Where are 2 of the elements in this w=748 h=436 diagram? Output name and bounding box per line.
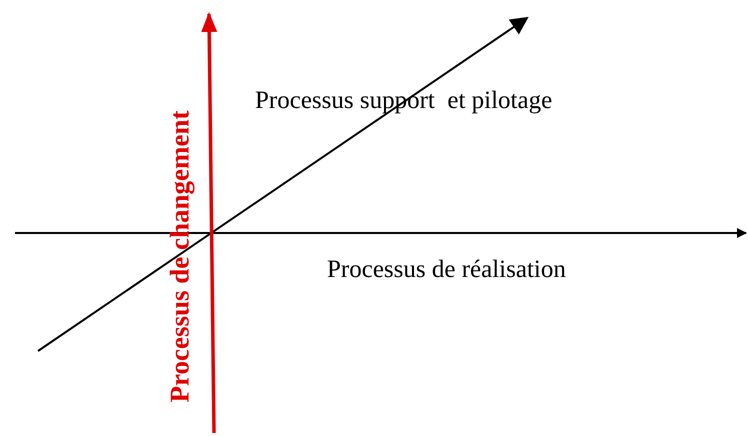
- axis-label: Processus de réalisation: [327, 257, 566, 282]
- axis-label: Processus de changement: [166, 110, 194, 402]
